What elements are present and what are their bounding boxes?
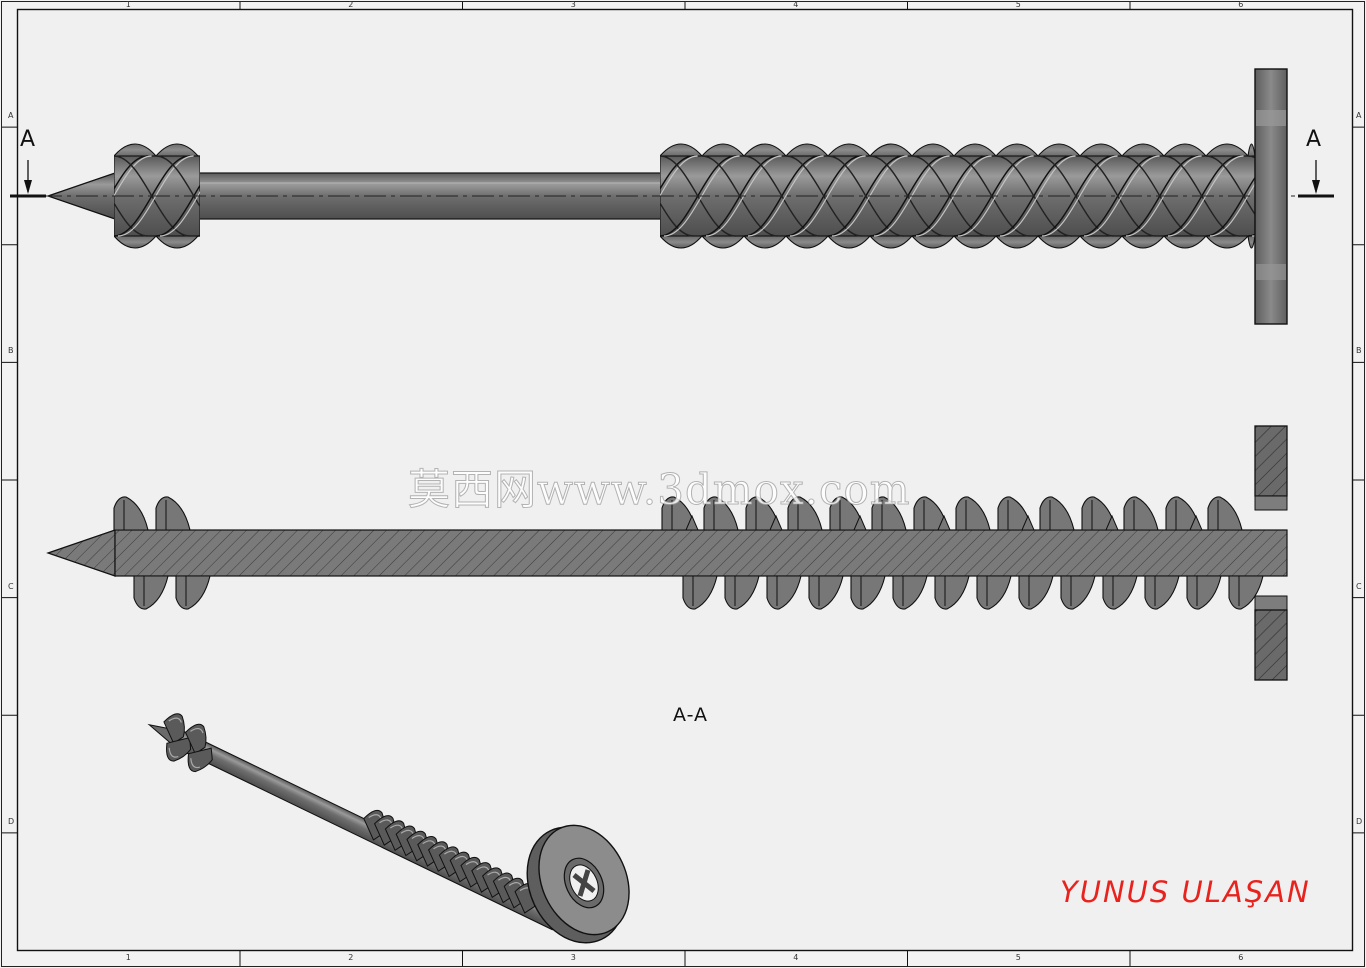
helix-flank (660, 201, 694, 237)
zone-label: 2 (348, 0, 354, 9)
section-fin (1207, 496, 1243, 531)
screw-head (1254, 68, 1288, 325)
zone-label: A (8, 111, 14, 121)
helix-flank (660, 155, 694, 191)
helix-flank (827, 155, 904, 237)
zone-label: D (8, 816, 15, 826)
zone-label: 4 (793, 953, 799, 962)
section-fin (1060, 575, 1096, 610)
iso-thread-blade (187, 747, 213, 773)
section-head-bottom (1254, 609, 1288, 681)
section-fin (1018, 575, 1054, 610)
front-view (10, 68, 1334, 325)
section-fin (1186, 575, 1222, 610)
section-fin (724, 575, 760, 610)
section-fin (1123, 496, 1159, 531)
zone-label: C (1356, 581, 1362, 591)
helix-flank (1079, 155, 1156, 237)
section-fin (113, 496, 149, 531)
iso-thread-blade (166, 737, 192, 762)
isometric-view (147, 713, 630, 944)
section-head-top (1254, 425, 1288, 497)
section-fin (787, 496, 823, 531)
zone-label: 2 (348, 953, 354, 962)
section-fin (133, 575, 169, 610)
section-fin (808, 575, 844, 610)
section-fin (703, 496, 739, 531)
section-shank (114, 529, 1288, 577)
zone-label: 5 (1015, 0, 1021, 9)
section-fin (850, 575, 886, 610)
front-thread-group (40, 143, 1330, 249)
cut-letter-right: A (1306, 127, 1322, 152)
section-fin (155, 496, 191, 531)
zone-label: 5 (1015, 953, 1021, 962)
zone-label: 1 (125, 953, 131, 962)
zone-label: A (1356, 111, 1362, 121)
cut-letter-left: A (20, 127, 36, 152)
zone-label: B (8, 346, 14, 356)
section-fin (955, 496, 991, 531)
zone-label: 6 (1238, 0, 1244, 9)
zone-label: 4 (793, 0, 799, 9)
helix-flank (114, 201, 148, 237)
section-fin (1102, 575, 1138, 610)
watermark: 莫西网www.3dmox.com (408, 465, 911, 515)
section-view (46, 425, 1288, 681)
section-fin-group (113, 496, 1264, 610)
zone-label: 6 (1238, 953, 1244, 962)
section-fin (871, 496, 907, 531)
section-view-label: A-A (673, 704, 709, 726)
section-fin (766, 575, 802, 610)
zone-label: 3 (570, 953, 576, 962)
section-fin (976, 575, 1012, 610)
section-fin (682, 575, 718, 610)
author-name: YUNUS ULAŞAN (1060, 875, 1311, 909)
zone-label: D (1356, 816, 1363, 826)
section-fin (892, 575, 928, 610)
helix-flank (114, 155, 148, 191)
section-fin (934, 575, 970, 610)
zone-label: 1 (125, 0, 131, 9)
zone-label: C (8, 581, 14, 591)
section-fin (1039, 496, 1075, 531)
zone-label: 3 (570, 0, 576, 9)
zone-label: B (1356, 346, 1362, 356)
section-fin (1144, 575, 1180, 610)
section-fin (1228, 575, 1264, 610)
section-fin (175, 575, 211, 610)
